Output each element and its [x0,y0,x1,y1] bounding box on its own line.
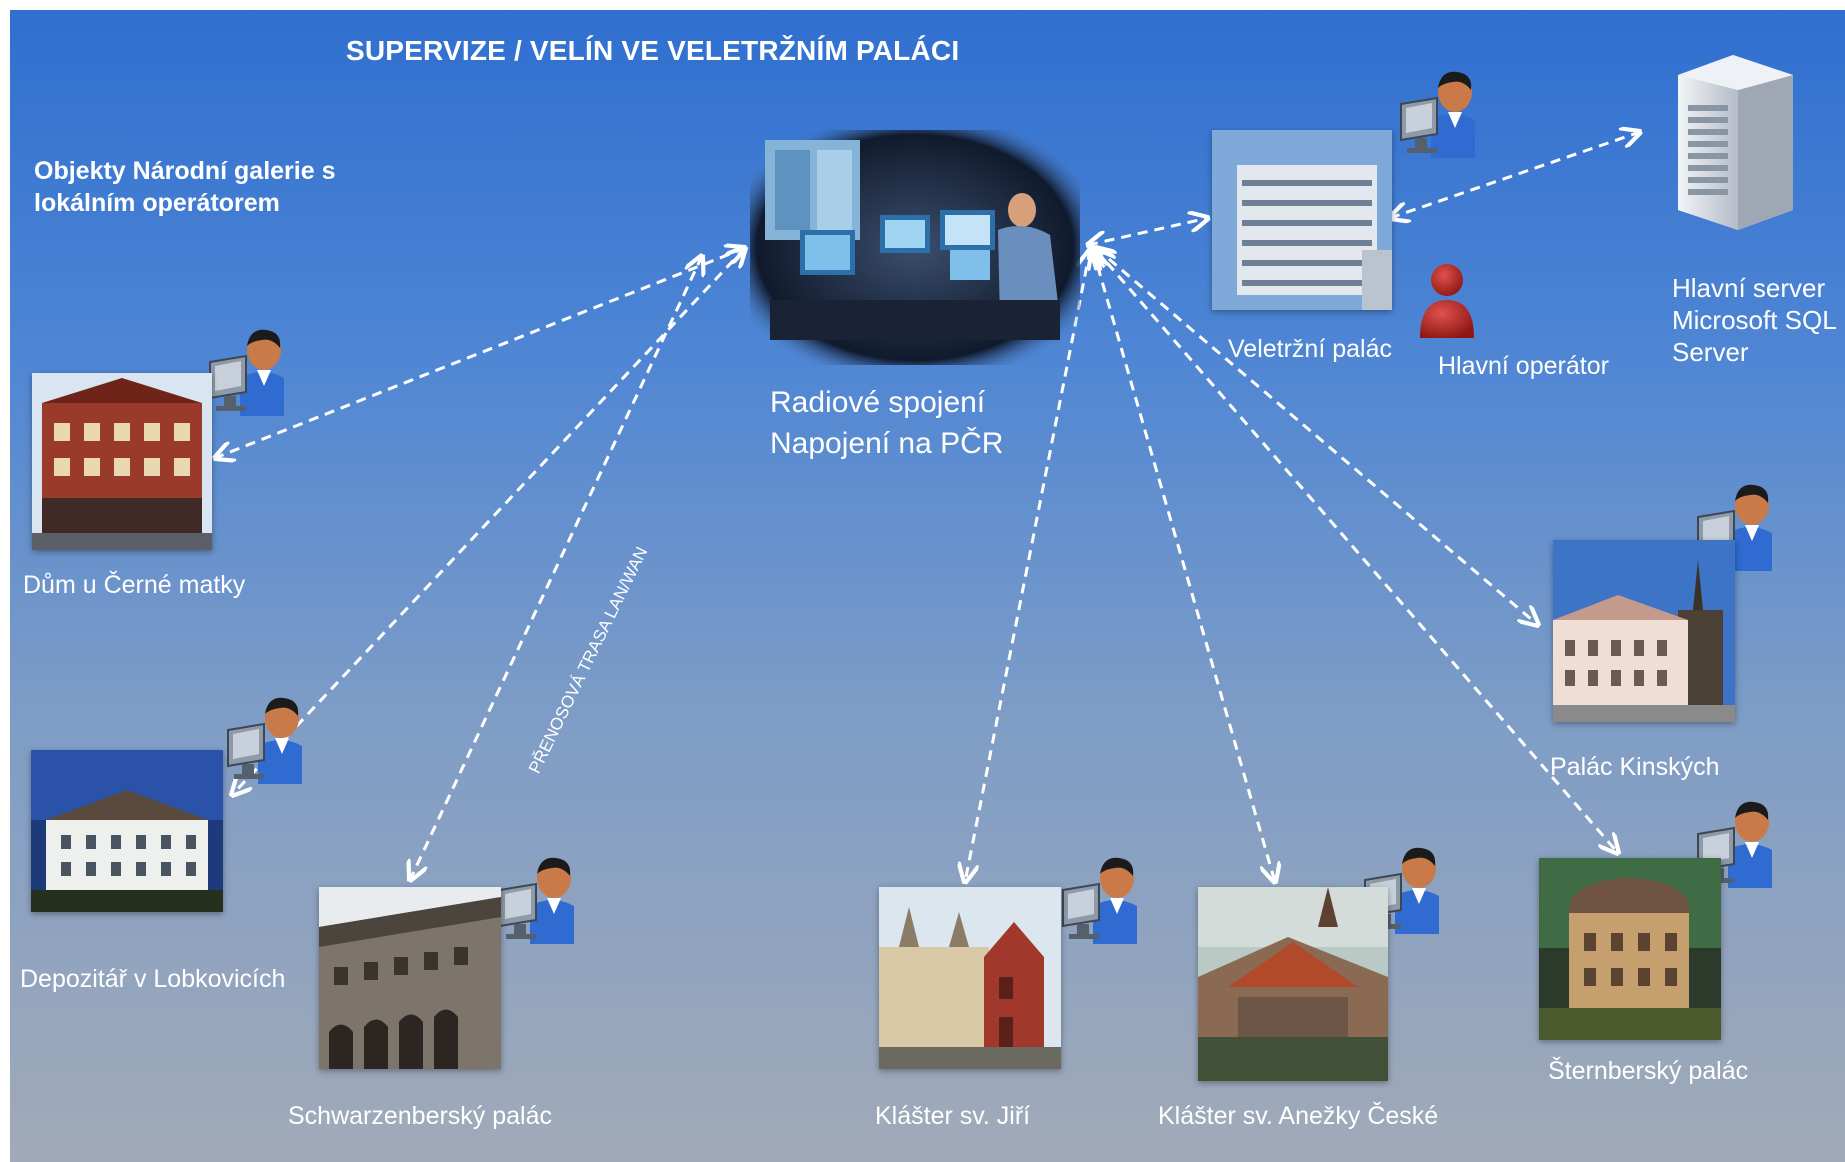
photo-sternberg [1539,858,1721,1040]
diagram-slide: SUPERVIZE / VELÍN VE VELETRŽNÍM PALÁCI O… [10,10,1845,1162]
link-center-veletrzni [1088,218,1208,245]
server-label-line3: Server [1672,337,1749,367]
label-cerne-matky: Dům u Černé matky [23,571,246,599]
server [1673,45,1798,230]
operator-at-monitor-icon [227,697,302,784]
photo-veletrzni [1212,130,1392,310]
server-label-line2: Microsoft SQL [1672,305,1837,335]
main-operator [1412,260,1482,340]
label-main-operator: Hlavní operátor [1438,352,1609,380]
photo-anezka [1198,887,1388,1081]
link-center-sternberg [1096,250,1618,853]
photo-cerne-matky [32,373,212,550]
label-jiri: Klášter sv. Jiří [875,1102,1031,1130]
operator-jiri [1055,848,1151,944]
operator-at-monitor-icon [1062,857,1137,944]
label-anezka: Klášter sv. Anežky České [1158,1102,1439,1130]
operator-at-monitor-icon [1697,801,1772,888]
center-label-line1: Radiové spojení [770,386,986,419]
operator-cerne-matky [202,320,298,416]
diagram-subtitle: Objekty Národní galerie s lokálním operá… [34,157,336,217]
operator-veletrzni [1393,62,1489,158]
operator-at-monitor-icon [499,857,574,944]
server-label: Hlavní server Microsoft SQL Server [1672,272,1837,368]
operator-at-monitor-icon [209,329,284,416]
person-red-icon [1420,264,1474,338]
label-lobkovice: Depozitář v Lobkovicích [20,965,286,993]
label-sternberg: Šternberský palác [1548,1057,1749,1085]
center-label-line2: Napojení na PČR [770,427,1004,460]
operator-sternberg [1690,792,1786,888]
label-veletrzni: Veletržní palác [1228,335,1392,363]
control-room-photo [750,130,1080,365]
server-label-line1: Hlavní server [1672,273,1826,303]
diagram-title: SUPERVIZE / VELÍN VE VELETRŽNÍM PALÁCI [346,35,960,66]
photo-jiri [879,887,1061,1069]
operator-schwarzenberg [492,848,588,944]
server-tower-icon [1678,55,1793,230]
photo-schwarzenberg [319,887,501,1069]
label-kinsky: Palác Kinských [1550,753,1720,781]
photo-kinsky [1553,540,1735,722]
operator-lobkovice [220,688,316,784]
link-center-schwarzenberg [410,256,702,880]
photo-lobkovice [31,750,223,912]
label-schwarzenberg: Schwarzenberský palác [288,1102,553,1130]
operator-at-monitor-icon [1400,71,1475,158]
